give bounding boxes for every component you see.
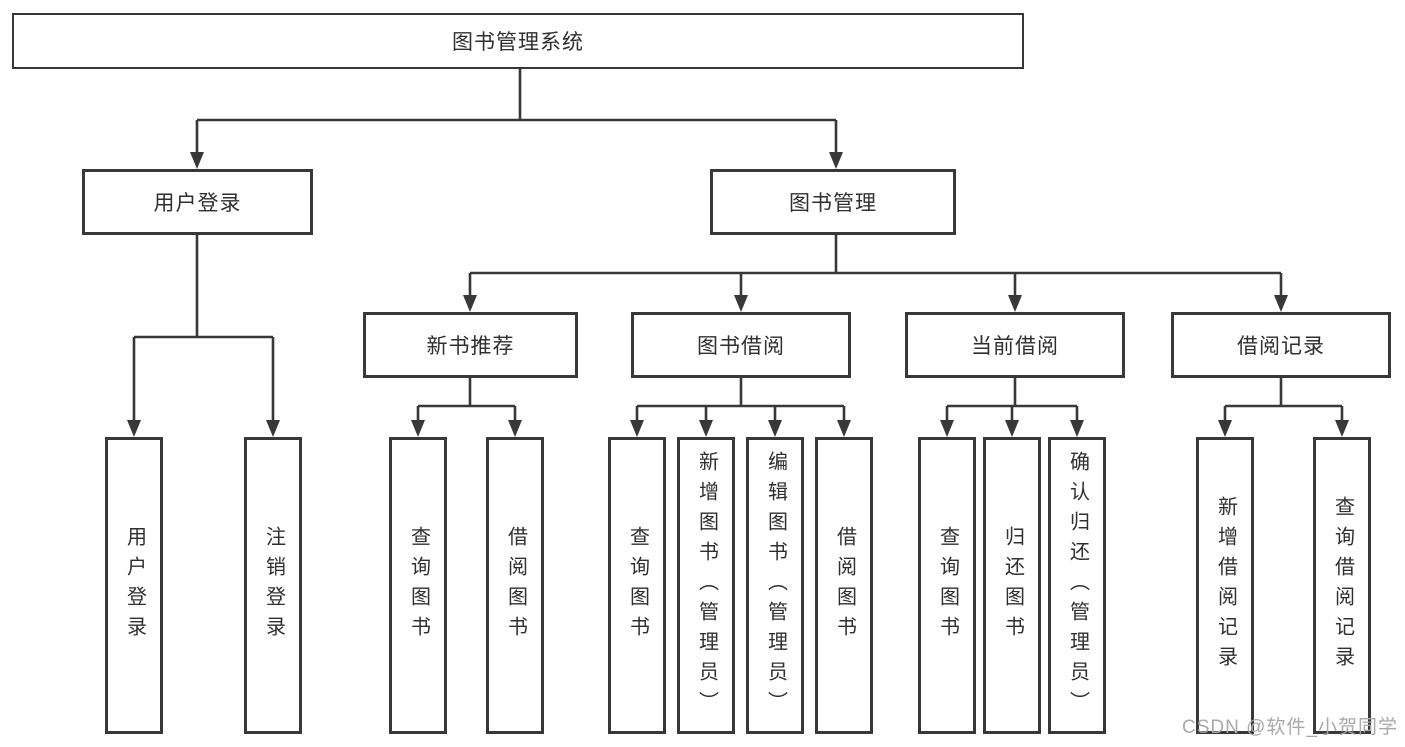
node-label: 归还图书 (1001, 525, 1024, 646)
node-label: 图书管理系统 (452, 31, 584, 54)
arrow-icon (127, 420, 141, 437)
node-label: 新增借阅记录 (1214, 495, 1237, 676)
arrow-icon (768, 420, 782, 437)
arrow-icon (508, 420, 522, 437)
arrow-icon (1005, 420, 1019, 437)
node-label: 编辑图书（管理员） (764, 450, 787, 721)
leaf-edit-book-admin: 编辑图书（管理员） (746, 437, 804, 734)
arrow-icon (630, 420, 644, 437)
node-label: 图书借阅 (697, 335, 785, 358)
leaf-add-book-admin: 新增图书（管理员） (677, 437, 735, 734)
leaf-query-books-recommend: 查询图书 (389, 437, 447, 734)
leaf-borrow-books-borrowing: 借阅图书 (815, 437, 873, 734)
leaf-return-book: 归还图书 (983, 437, 1041, 734)
node-book-borrowing: 图书借阅 (631, 312, 851, 378)
node-label: 新增图书（管理员） (695, 450, 718, 721)
csdn-watermark: CSDN @软件_小贺同学 (1182, 717, 1398, 738)
node-label: 借阅图书 (504, 525, 527, 646)
node-current-borrowing: 当前借阅 (905, 312, 1125, 378)
arrow-icon (266, 420, 280, 437)
arrow-icon (940, 420, 954, 437)
leaf-query-borrow-record: 查询借阅记录 (1313, 437, 1371, 734)
arrow-icon (1335, 420, 1349, 437)
arrow-icon (463, 295, 477, 312)
arrow-icon (734, 295, 748, 312)
arrow-icon (837, 420, 851, 437)
node-user-login: 用户登录 (82, 169, 313, 235)
leaf-confirm-return-admin: 确认归还（管理员） (1048, 437, 1106, 734)
node-label: 查询借阅记录 (1331, 495, 1354, 676)
node-label: 查询图书 (626, 525, 649, 646)
node-label: 查询图书 (407, 525, 430, 646)
node-new-book-recommend: 新书推荐 (363, 312, 578, 378)
arrow-icon (1274, 295, 1288, 312)
leaf-logout: 注销登录 (244, 437, 302, 734)
node-label: 借阅记录 (1237, 335, 1325, 358)
node-label: 查询图书 (936, 525, 959, 646)
arrow-icon (190, 152, 204, 169)
leaf-add-borrow-record: 新增借阅记录 (1196, 437, 1254, 734)
node-library-system: 图书管理系统 (12, 13, 1024, 69)
node-label: 新书推荐 (426, 335, 515, 358)
node-book-management: 图书管理 (710, 169, 956, 235)
node-label: 用户登录 (153, 192, 242, 215)
node-label: 借阅图书 (833, 525, 856, 646)
node-label: 图书管理 (789, 192, 877, 215)
leaf-user-login: 用户登录 (105, 437, 163, 734)
node-label: 确认归还（管理员） (1066, 450, 1089, 721)
node-label: 当前借阅 (971, 335, 1059, 358)
arrow-icon (1008, 295, 1022, 312)
node-label: 注销登录 (262, 525, 285, 646)
arrow-icon (411, 420, 425, 437)
leaf-query-books-borrowing: 查询图书 (608, 437, 666, 734)
arrow-icon (1070, 420, 1084, 437)
leaf-borrow-books-recommend: 借阅图书 (486, 437, 544, 734)
arrow-icon (699, 420, 713, 437)
arrow-icon (1218, 420, 1232, 437)
leaf-query-books-current: 查询图书 (918, 437, 976, 734)
node-borrowing-records: 借阅记录 (1171, 312, 1391, 378)
arrow-icon (829, 152, 843, 169)
node-label: 用户登录 (123, 525, 146, 646)
